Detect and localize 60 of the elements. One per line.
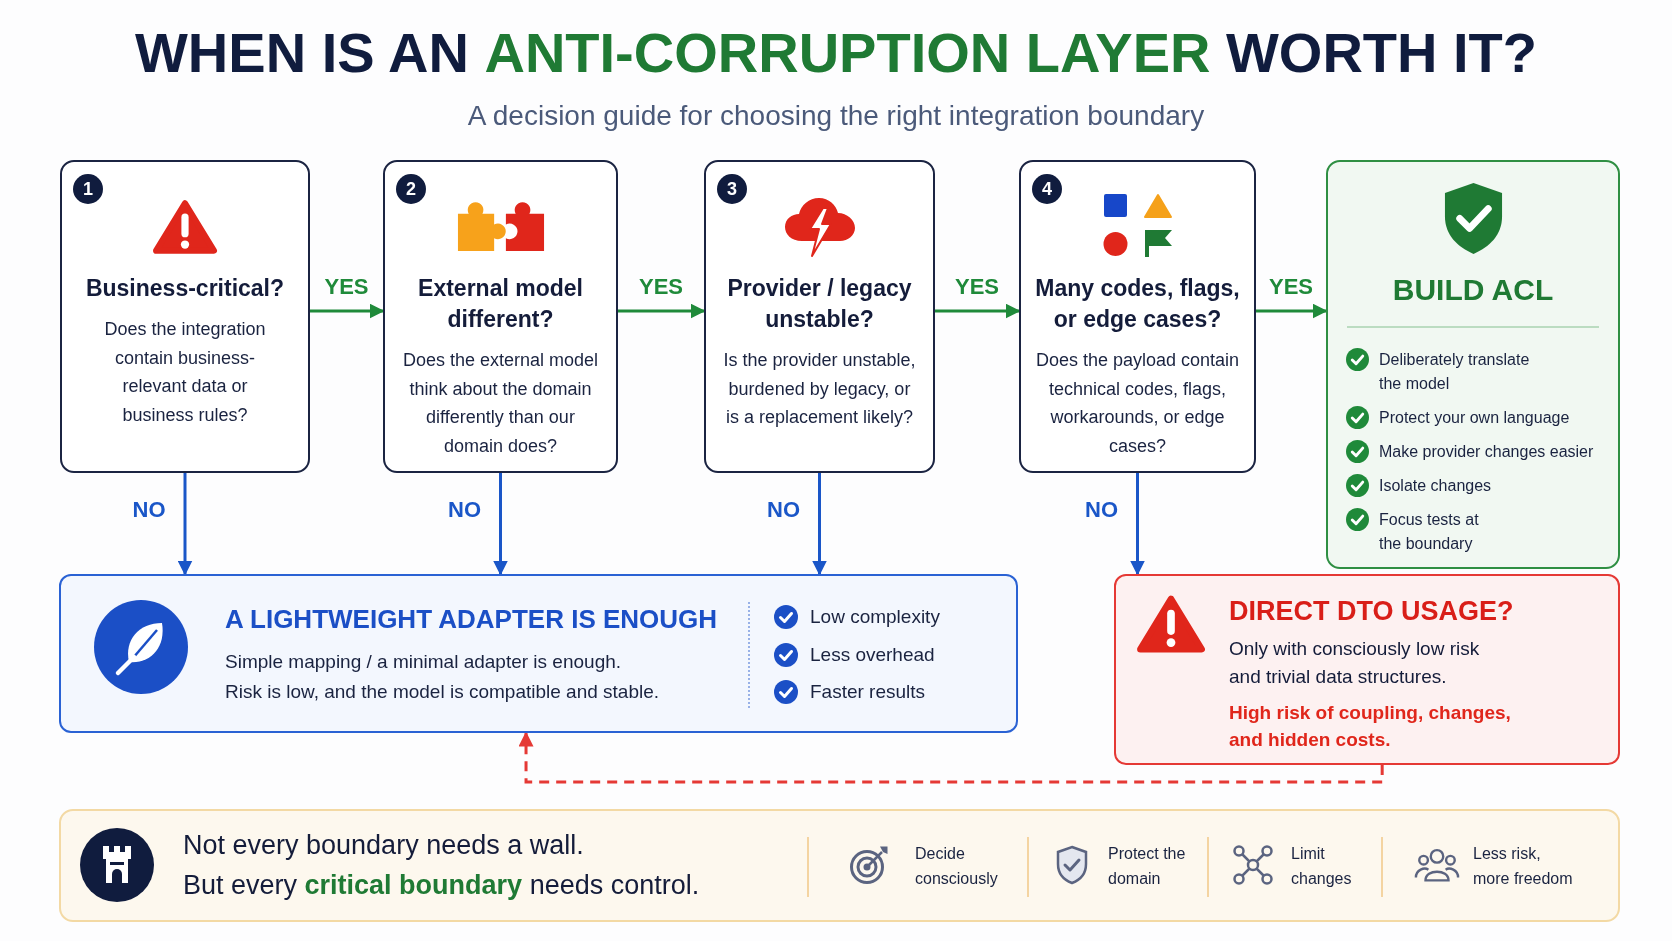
- decision-box: [383, 160, 618, 473]
- box-text: Does the integration contain business-relevant data or business rules?: [103, 318, 267, 427]
- slogan-text: Not every boundary needs a wall.: [183, 829, 584, 862]
- box-text: Is the provider unstable, burdened by legacy, or is a replacement likely?: [722, 349, 917, 429]
- box-heading: External model different?: [417, 274, 584, 334]
- subtitle: A decision guide for choosing the right integration boundary: [467, 99, 1205, 133]
- edge-label: NO: [1085, 497, 1118, 523]
- feature-text: Limit changes: [1291, 844, 1353, 889]
- feature-text: Less risk, more freedom: [1473, 844, 1574, 889]
- title: WHEN IS AN ANTI-CORRUPTION LAYER WORTH IT?: [135, 20, 1537, 86]
- panel-title: DIRECT DTO USAGE?: [1229, 595, 1514, 628]
- edge-label: YES: [1269, 274, 1314, 300]
- panel-title: A LIGHTWEIGHT ADAPTER IS ENOUGH: [225, 603, 718, 635]
- step-number: 1: [73, 174, 103, 204]
- arrow: [310, 303, 385, 319]
- step-number: 4: [1032, 174, 1062, 204]
- panel-text: Risk is low, and the model is compatible and stable.: [225, 680, 660, 704]
- feature-text: Protect the domain: [1108, 844, 1187, 889]
- arrow: [935, 303, 1021, 319]
- arrow: [177, 473, 193, 576]
- edge-label: YES: [324, 274, 369, 300]
- decision-box: [1019, 160, 1256, 473]
- box-heading: Business-critical?: [85, 274, 285, 303]
- result-panel: [1326, 160, 1620, 569]
- decision-box: [60, 160, 310, 473]
- arrow: [618, 303, 706, 319]
- arrow: [1130, 473, 1145, 576]
- arrow: [493, 473, 508, 576]
- box-heading: Provider / legacy unstable?: [726, 274, 913, 334]
- panel-title: BUILD ACL: [1392, 272, 1554, 308]
- result-panel: [59, 574, 1018, 733]
- edge-label: YES: [955, 274, 1000, 300]
- benefit-text: Low complexity: [810, 605, 940, 629]
- decision-box: [704, 160, 935, 473]
- slogan-text: But every critical boundary needs control.: [183, 869, 700, 902]
- checklist-item: Isolate changes: [1379, 476, 1492, 496]
- checklist-item: Make provider changes easier: [1379, 442, 1594, 462]
- dashed-arrow: [518, 731, 1384, 784]
- summary-banner: [59, 809, 1620, 922]
- panel-text: Simple mapping / a minimal adapter is enough.: [225, 650, 622, 674]
- box-text: Does the payload contain technical codes, flags, workarounds, or edge cases?: [1034, 349, 1241, 458]
- feature-text: Decide consciously: [915, 844, 999, 889]
- checklist-item: Deliberately translate the model: [1379, 350, 1531, 394]
- arrow: [1256, 303, 1328, 319]
- box-text: Does the external model think about the domain differently than our domain does?: [401, 349, 600, 458]
- edge-label: YES: [639, 274, 684, 300]
- panel-text: Only with consciously low risk and trivial data structures.: [1229, 637, 1481, 689]
- edge-label: NO: [767, 497, 800, 523]
- edge-label: NO: [448, 497, 481, 523]
- arrow: [812, 473, 827, 576]
- warning-text: High risk of coupling, changes, and hidden costs.: [1229, 701, 1512, 752]
- benefit-text: Faster results: [810, 680, 926, 704]
- box-heading: Many codes, flags, or edge cases?: [1034, 274, 1241, 334]
- step-number: 2: [396, 174, 426, 204]
- checklist-item: Focus tests at the boundary: [1379, 510, 1480, 554]
- warning-panel: [1114, 574, 1620, 765]
- step-number: 3: [717, 174, 747, 204]
- edge-label: NO: [132, 497, 166, 523]
- benefit-text: Less overhead: [810, 642, 935, 667]
- checklist-item: Protect your own language: [1379, 408, 1570, 428]
